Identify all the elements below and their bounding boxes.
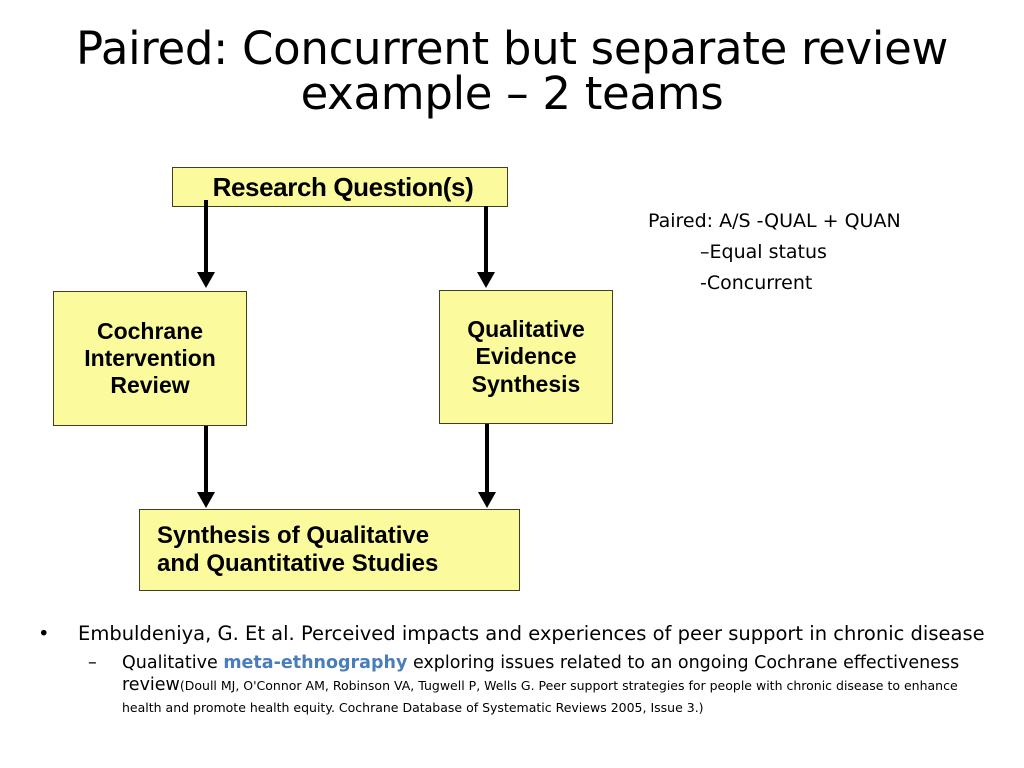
arrow-head — [197, 272, 215, 288]
arrow-shaft — [204, 426, 208, 494]
flow-box-cochrane-intervention-review-label: Cochrane Intervention Review — [84, 317, 216, 399]
arrow-head — [197, 492, 215, 508]
flow-box-cochrane-intervention-review[interactable]: Cochrane Intervention Review — [53, 291, 247, 426]
flow-box-qualitative-evidence-synthesis[interactable]: Qualitative Evidence Synthesis — [439, 290, 613, 424]
flow-box-qualitative-evidence-synthesis-label: Qualitative Evidence Synthesis — [467, 316, 585, 397]
side-note-line-2: –Equal status — [700, 240, 827, 263]
arrow-head — [478, 492, 496, 508]
flow-box-synthesis-label: Synthesis of Qualitative and Quantitativ… — [157, 521, 439, 577]
page-title: Paired: Concurrent but separate review e… — [76, 22, 948, 120]
bullet-level2-text-post: exploring issues related to an ongoing C… — [122, 652, 960, 695]
citation-post: 2005, Issue 3.) — [606, 699, 704, 715]
bullet-marker-icon: • — [38, 622, 50, 645]
flow-box-synthesis-of-qualitative-and-quantitative-studies[interactable]: Synthesis of Qualitative and Quantitativ… — [139, 509, 520, 591]
arrow-head — [477, 272, 495, 288]
side-note-line-1: Paired: A/S -QUAL + QUAN — [648, 210, 901, 232]
arrow-shaft — [484, 206, 488, 274]
bullet-level2-highlight-meta-ethnography: meta-ethnography — [223, 652, 408, 673]
flow-box-research-question-label: Research Question(s) — [212, 171, 474, 202]
bullet-level1-text: Embuldeniya, G. Et al. Perceived impacts… — [78, 622, 985, 645]
flow-box-research-question[interactable]: Research Question(s) — [172, 167, 508, 207]
citation-pre: (Doull MJ, O'Connor AM, Robinson VA, Tug… — [122, 677, 958, 715]
bullet-level2-text-pre: Qualitative — [122, 652, 224, 673]
arrow-shaft — [485, 424, 489, 494]
list-item: – Qualitative meta-ethnography exploring… — [30, 653, 994, 719]
bullet-list: • Embuldeniya, G. Et al. Perceived impac… — [30, 622, 994, 718]
side-note-line-3: -Concurrent — [700, 271, 813, 294]
citation-journal-title: Cochrane Database of Systematic Reviews — [338, 699, 607, 715]
side-note: Paired: A/S -QUAL + QUAN –Equal status -… — [648, 206, 968, 298]
arrow-shaft — [204, 200, 208, 274]
list-item: • Embuldeniya, G. Et al. Perceived impac… — [30, 622, 994, 646]
dash-marker-icon: – — [88, 652, 97, 673]
